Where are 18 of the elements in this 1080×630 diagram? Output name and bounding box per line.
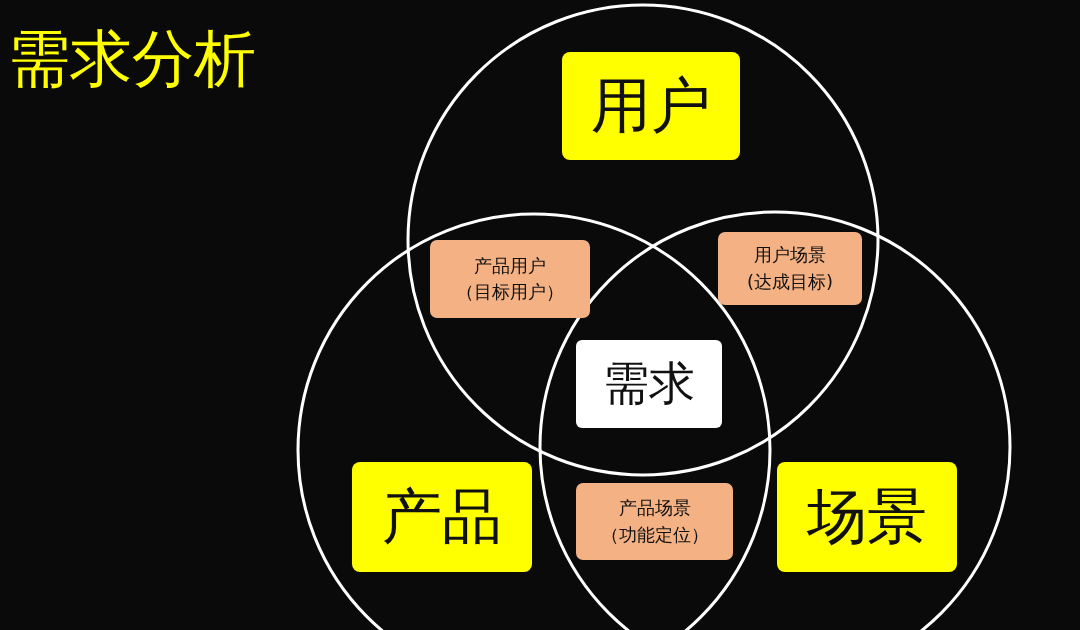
label-box — [562, 52, 740, 160]
label-box — [576, 483, 733, 560]
title: 需求分析 — [8, 28, 256, 90]
label-box — [718, 232, 862, 305]
box-text: 需求 — [603, 355, 695, 412]
box-text: 产品 — [382, 479, 502, 553]
box-text: （功能定位） — [600, 522, 709, 547]
box-text: （目标用户） — [456, 280, 564, 304]
label-box — [430, 240, 590, 318]
label-box — [777, 462, 957, 572]
box-text: 场景 — [807, 479, 927, 553]
box-text: 产品场景 — [618, 496, 691, 521]
box-text: 用户场景 — [754, 243, 826, 268]
box-text: 用户 — [591, 68, 711, 142]
label-box — [352, 462, 532, 572]
box-text: (达成目标) — [746, 269, 833, 294]
label-box — [576, 340, 722, 428]
box-text: 产品用户 — [474, 253, 546, 278]
